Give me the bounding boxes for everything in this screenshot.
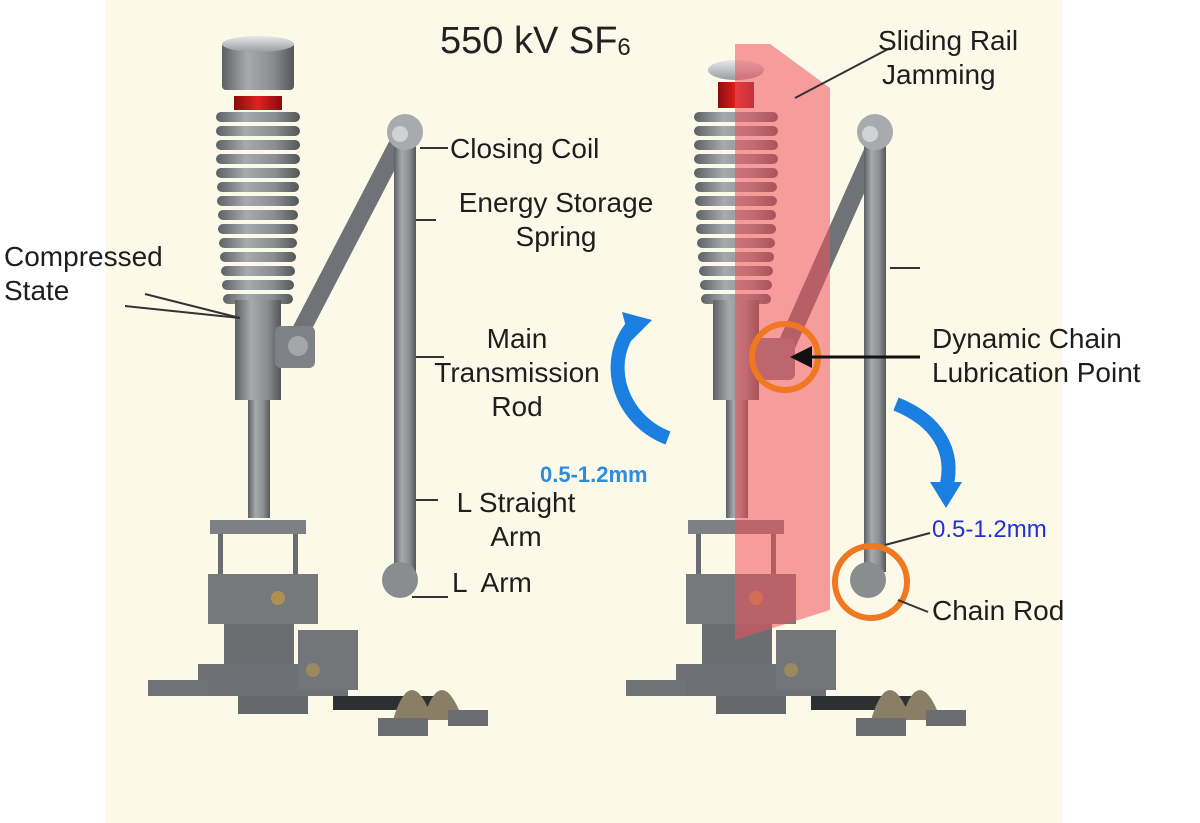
right-rotation-arrow <box>893 397 956 490</box>
label-compressed-state: Compressed State <box>4 240 163 308</box>
label-line: Jamming <box>882 59 996 90</box>
title-subscript: 6 <box>617 34 631 61</box>
label-line: State <box>4 275 70 306</box>
label-energy-storage-spring: Energy Storage Spring <box>432 186 680 254</box>
label-line: Transmission <box>434 357 600 388</box>
label-chain-rod: Chain Rod <box>932 595 1065 626</box>
label-line: Sliding Rail <box>878 25 1019 56</box>
label-line: Rod <box>491 391 543 422</box>
label-line: Compressed <box>4 241 163 272</box>
chain-rod-circle <box>832 543 910 621</box>
left-rotation-arrow <box>610 317 671 445</box>
right-breaker-assembly <box>626 44 966 736</box>
left-clearance-value: 0.5-1.2mm <box>540 462 648 487</box>
right-clearance-value: 0.5-1.2mm <box>932 516 1047 543</box>
label-l-straight-arm: L Straight Arm <box>436 486 596 554</box>
label-line: Lubrication Point <box>932 357 1141 388</box>
label-main-transmission-rod: Main Transmission Rod <box>414 322 620 424</box>
diagram-title: 550 kV SF6 <box>440 20 631 63</box>
label-line: Dynamic Chain <box>932 323 1122 354</box>
title-text: 550 kV SF <box>440 20 618 62</box>
label-line: Spring <box>515 221 597 252</box>
left-breaker-assembly <box>148 36 488 736</box>
label-sliding-rail-jamming: Sliding Rail Jamming <box>878 24 1018 92</box>
label-line: Energy Storage <box>458 187 654 218</box>
label-dynamic-chain-lubrication-point: Dynamic Chain Lubrication Point <box>932 322 1141 390</box>
sliding-rail-highlight-plane <box>735 44 830 640</box>
label-l-arm: L Arm <box>452 567 532 598</box>
leader-lines <box>124 47 931 613</box>
label-closing-coil: Closing Coil <box>450 133 600 164</box>
label-line: Main <box>486 323 548 354</box>
label-line: L Straight <box>456 487 576 518</box>
label-line: Arm <box>490 521 542 552</box>
